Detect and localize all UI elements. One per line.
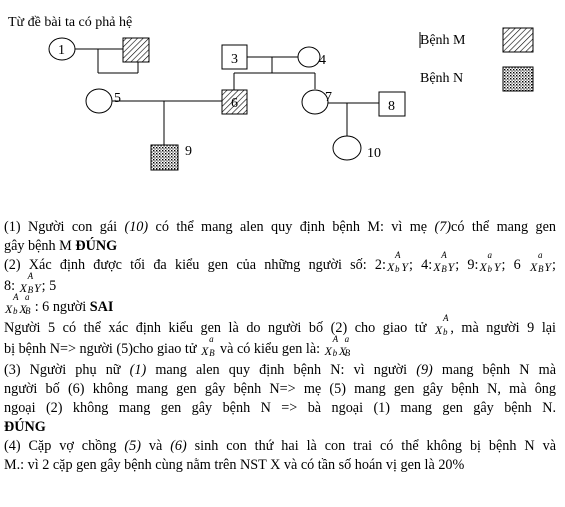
individual-4: 4: [297, 46, 326, 68]
individual-4-label: 4: [319, 53, 326, 68]
statement-2-line-4: Người 5 có thể xác định kiểu gen là do n…: [4, 313, 556, 340]
individual-2: [122, 37, 150, 63]
individual-6-label: 6: [231, 96, 238, 111]
statement-1-line-2: gây bệnh M ĐÚNG: [4, 238, 118, 254]
statement-2-line-1: (2) Xác định được tối đa kiểu gen của nh…: [4, 250, 556, 277]
verdict-correct-1: ĐÚNG: [75, 238, 118, 254]
verdict-correct-3: ĐÚNG: [4, 419, 46, 435]
pedigree-lines: [75, 48, 379, 145]
verdict-wrong-2: SAI: [89, 299, 114, 315]
legend-label-m: Bệnh M: [420, 33, 466, 48]
individual-10-label: 10: [367, 146, 381, 161]
explanation-text: (1) Người con gái (10) có thể mang alen …: [4, 218, 556, 475]
individual-1: 1: [48, 37, 76, 61]
individual-3: 3: [221, 44, 248, 70]
statement-3-line-3: ngoại (2) không mang gen gây bệnh N => b…: [4, 400, 556, 416]
individual-8: 8: [378, 91, 406, 117]
pedigree-title: Từ đề bài ta có phả hệ: [8, 15, 132, 30]
statement-3-line-2: người bố (6) không mang gen gây bệnh N=>…: [4, 381, 556, 397]
statement-3-line-1: (3) Người phụ nữ (1) mang alen quy định …: [4, 362, 556, 378]
individual-1-label: 1: [58, 43, 65, 58]
individual-9-label: 9: [185, 144, 192, 159]
individual-7: 7: [301, 89, 332, 115]
pedigree-diagram: Từ đề bài ta có phả hệ 1 3 4 5: [8, 15, 534, 171]
statement-4-line-1: (4) Cặp vợ chồng (5) và (6) sinh con thứ…: [4, 438, 556, 454]
individual-3-label: 3: [231, 52, 238, 67]
statement-4-line-2: M.: vì 2 cặp gen gây bệnh cùng nằm trên …: [4, 457, 465, 473]
individual-5-label: 5: [114, 91, 121, 106]
individual-9: 9: [150, 144, 192, 171]
individual-5: 5: [85, 88, 121, 114]
legend-label-n: Bệnh N: [420, 71, 464, 86]
individual-7-label: 7: [325, 90, 332, 105]
individual-8-label: 8: [388, 99, 395, 114]
legend-swatch-m: [502, 27, 534, 53]
individual-10: 10: [332, 135, 381, 161]
statement-1-line-1: (1) Người con gái (10) có thể mang alen …: [4, 219, 556, 235]
individual-6: 6: [221, 89, 248, 115]
legend-swatch-n: [502, 66, 534, 92]
